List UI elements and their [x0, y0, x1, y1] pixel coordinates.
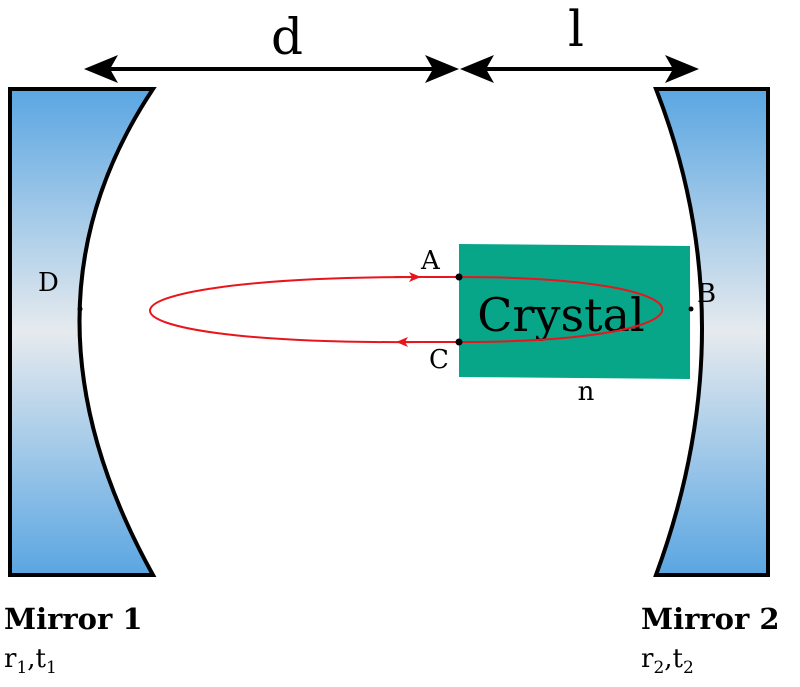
point-c-dot [455, 338, 463, 346]
distance-d-right-arrowhead [425, 55, 459, 83]
distance-d-left-arrowhead [84, 55, 118, 83]
point-a-label: A [420, 246, 441, 276]
distance-l-label: l [568, 0, 584, 58]
mirror-2-coefficients: r2,t2 [641, 644, 694, 678]
crystal-index-label: n [578, 377, 595, 407]
crystal-label: Crystal [477, 288, 644, 342]
mirror-2-name: Mirror 2 [641, 602, 780, 636]
mirror-1 [8, 87, 157, 577]
mirror-1-name: Mirror 1 [4, 602, 143, 636]
point-d-label: D [38, 268, 59, 298]
distance-d-label: d [271, 8, 303, 66]
distance-l-left-arrowhead [460, 55, 494, 83]
point-b-label: B [697, 279, 716, 309]
point-a-dot [455, 273, 463, 281]
mirror-2 [653, 87, 770, 577]
point-c-label: C [429, 345, 449, 375]
mirror-1-coefficients: r1,t1 [4, 644, 57, 678]
beam-path [149, 276, 663, 344]
point-d-dot [77, 306, 83, 312]
point-b-dot [688, 306, 694, 312]
distance-l-right-arrowhead [665, 55, 699, 83]
